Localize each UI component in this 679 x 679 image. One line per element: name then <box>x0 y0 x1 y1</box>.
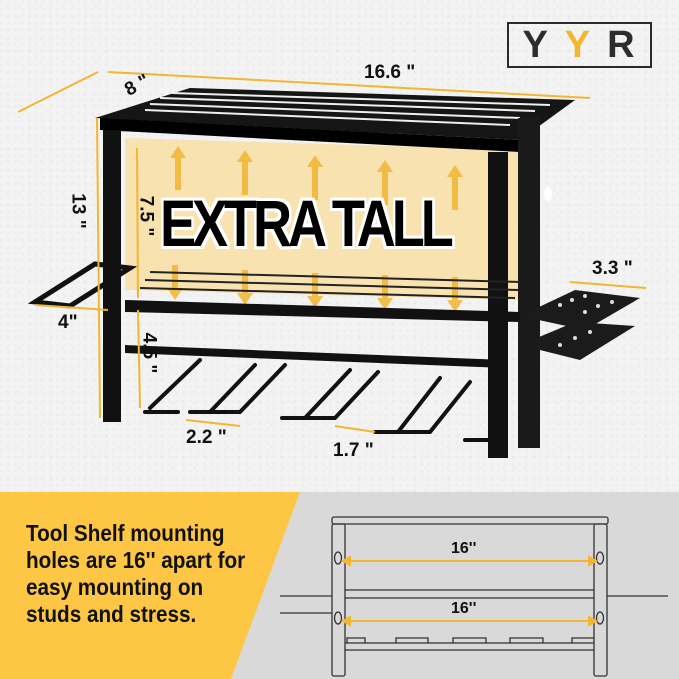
lower-hole-spacing-label: 16'' <box>451 600 477 617</box>
logo-letter-2: Y <box>564 24 593 66</box>
mounting-info-text: Tool Shelf mounting holes are 16'' apart… <box>26 520 246 627</box>
brand-logo: Y Y R <box>507 22 652 68</box>
upper-hole-spacing-label: 16'' <box>451 540 477 557</box>
width-dimension: 16.6 " <box>364 62 416 83</box>
headline-extra-tall: EXTRA TALL <box>160 186 454 260</box>
side-hanger-width-dimension: 4" <box>58 312 78 333</box>
logo-letter-1: Y <box>522 24 550 66</box>
slot-spacing-dimension: 1.7 " <box>333 440 374 461</box>
shelf-illustration <box>17 71 647 458</box>
logo-letter-3: R <box>607 24 637 66</box>
slot-width-dimension: 2.2 " <box>186 427 227 448</box>
bit-holder-width-dimension: 3.3 " <box>592 258 633 279</box>
